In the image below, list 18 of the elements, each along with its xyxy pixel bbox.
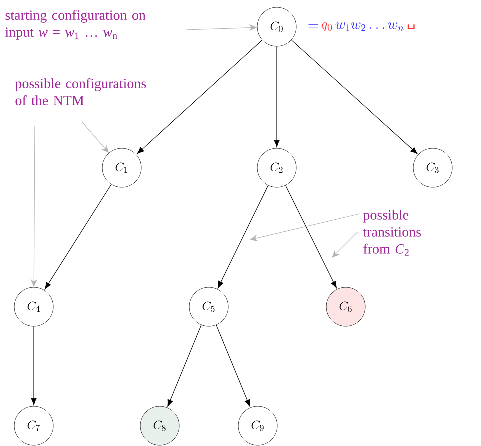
arrow [285,185,337,289]
annotation-text: possible configurations of the NTM [15,78,146,106]
configuration-formula: ␣ [408,24,415,30]
arrow [44,184,112,290]
arrow [216,324,250,407]
arrow [137,40,263,154]
arrow [168,324,202,407]
arrow [291,40,418,154]
configuration-formula: $w_1w_2\ldots w_n$ [336,22,404,32]
arrow [218,185,269,288]
arrow [31,326,37,406]
annotation-text: possible transitions from C$_{2}$ [363,210,422,256]
annotation-text: starting configuration on input w = w$_{1}$ … w$_{n}$ [6,10,146,40]
configuration-formula: $q_0$ [322,22,332,32]
leader-arrow [250,214,360,242]
arrow [274,46,280,148]
configuration-formula: $=$ [308,24,318,28]
leader-arrow [332,232,358,258]
